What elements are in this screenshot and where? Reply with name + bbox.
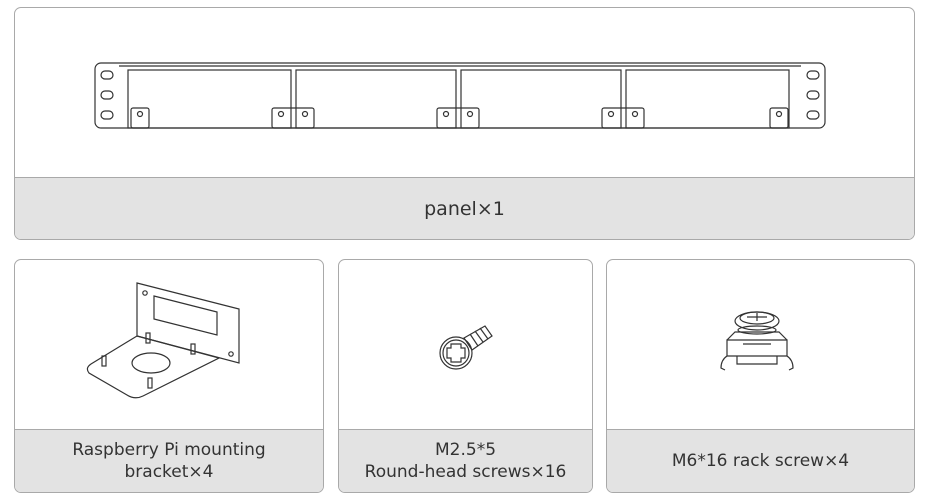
screw-illustration bbox=[339, 260, 592, 430]
screws-label-line1: M2.5*5 bbox=[434, 440, 497, 460]
screws-label-line2: Round-head screws×16 bbox=[364, 462, 567, 482]
bracket-illustration bbox=[15, 260, 323, 430]
bracket-label-line2: bracket×4 bbox=[124, 462, 214, 482]
round-head-screw-drawing bbox=[439, 325, 493, 370]
rack-screw-caption: M6*16 rack screw×4 bbox=[607, 429, 914, 492]
bracket-label-line1: Raspberry Pi mounting bbox=[72, 440, 266, 460]
rack-screw-label: M6*16 rack screw×4 bbox=[671, 451, 850, 471]
screws-card: M2.5*5 Round-head screws×16 bbox=[338, 259, 593, 493]
panel-illustration bbox=[15, 8, 914, 179]
rack-screw-illustration bbox=[607, 260, 914, 430]
bracket-caption: Raspberry Pi mounting bracket×4 bbox=[15, 429, 323, 492]
screws-caption: M2.5*5 Round-head screws×16 bbox=[339, 429, 592, 492]
bracket-drawing bbox=[86, 282, 240, 399]
panel-caption: panel×1 bbox=[15, 177, 914, 239]
panel-card: panel×1 bbox=[14, 7, 915, 240]
rack-screw-cage-nut-drawing bbox=[720, 311, 794, 371]
rack-screw-card: M6*16 rack screw×4 bbox=[606, 259, 915, 493]
rack-panel-drawing bbox=[94, 62, 826, 129]
bracket-card: Raspberry Pi mounting bracket×4 bbox=[14, 259, 324, 493]
panel-label: panel×1 bbox=[424, 197, 505, 220]
